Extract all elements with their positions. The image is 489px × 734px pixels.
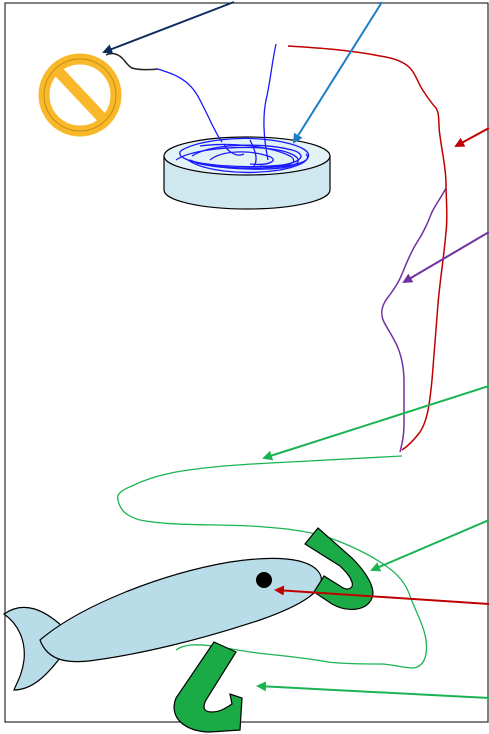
- red-path: [288, 46, 447, 450]
- fish-body: [40, 558, 321, 661]
- dark-wire-path: [106, 54, 158, 70]
- arrow-to-purple-path: [404, 232, 489, 282]
- arrow-to-dish: [294, 2, 382, 142]
- arrow-to-red-path: [456, 128, 489, 146]
- arrow-to-upper-hook: [372, 520, 489, 570]
- arrow-to-green-path-upper: [264, 386, 489, 458]
- fish: [4, 558, 321, 690]
- lower-hook-icon: [174, 642, 242, 732]
- arrow-to-lower-hook: [258, 686, 489, 698]
- fish-eye: [256, 572, 272, 588]
- no-symbol-icon: [44, 59, 116, 131]
- arrow-to-no-symbol: [104, 2, 234, 52]
